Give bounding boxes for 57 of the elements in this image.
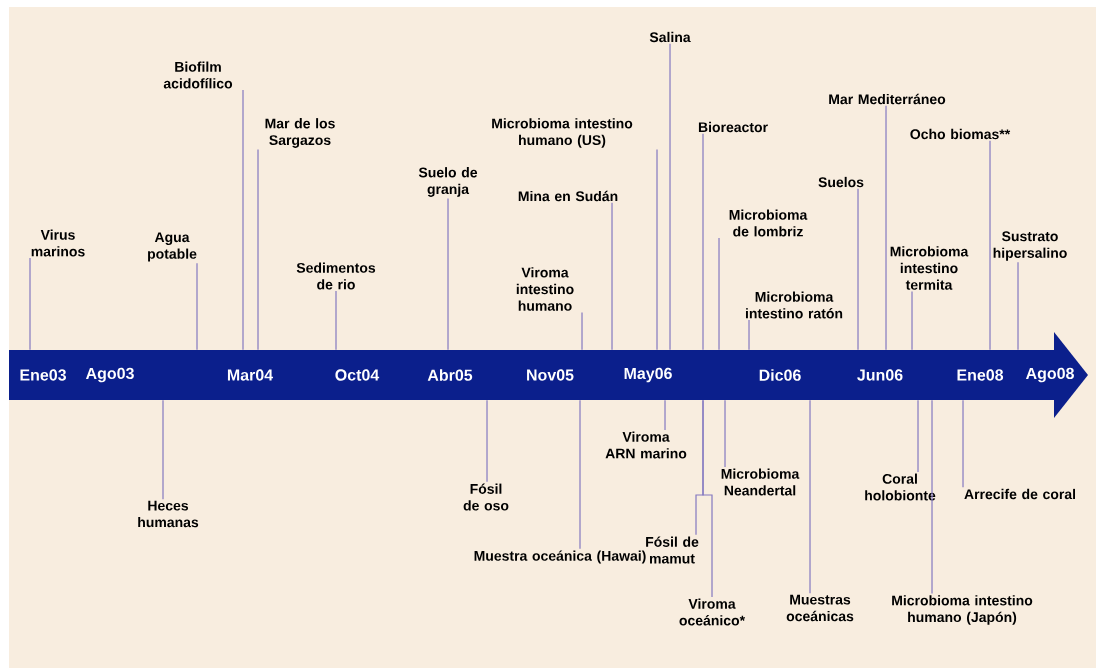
leader-line [447,197,449,351]
event-label: Viroma oceánico* [679,598,746,626]
event-label: Bioreactor [698,121,768,133]
leader-line [911,290,913,351]
event-label: Biofilm acidofílico [163,61,233,89]
event-label: Suelos [818,176,864,188]
event-label: Microbioma Neandertal [721,468,800,496]
event-label: Sedimentos de rio [296,262,376,290]
leader-line [196,262,198,351]
event-label: Mar de los Sargazos [265,118,335,148]
event-label: Microbioma intestino humano (Japón) [892,595,1033,625]
leader-line [702,133,704,351]
leader-line [257,148,259,351]
leader-line [29,257,31,351]
leader-line [885,105,887,351]
leader-line [702,399,713,598]
leader-line [857,188,859,351]
event-label: Suelo de granja [418,167,478,197]
event-label: Mina en Sudán [518,190,618,202]
event-label: Arrecife de coral [964,488,1076,500]
leader-line [989,140,991,351]
leader-line [581,311,583,351]
leader-line [664,399,666,431]
event-label: Microbioma intestino ratón [746,291,843,319]
leader-line [335,290,337,351]
leader-line [917,399,919,473]
event-label: Fósil de oso [463,483,509,511]
event-label: Sustrato hipersalino [993,231,1067,261]
event-label: Heces humanas [138,500,199,528]
event-label: Microbioma intestino humano (US) [492,118,633,148]
event-label: Mar Mediterráneo [829,93,946,105]
leader-line [656,148,658,351]
leader-line [724,399,726,468]
leader-line [809,399,811,594]
leader-line [748,319,750,351]
event-label: Agua potable [148,232,197,262]
event-label: Muestras oceánicas [786,594,854,622]
leader-line [931,399,933,595]
event-label: Salina [649,31,691,43]
leader-line [718,237,720,351]
event-label: Fósil de mamut [646,536,699,564]
event-label: Viroma intestino humano [516,267,574,311]
leader-line [242,89,244,351]
event-label: Microbioma intestino termita [890,246,969,290]
event-label: Microbioma de lombriz [729,209,808,237]
leader-line [486,399,488,483]
event-label: Ocho biomas** [910,128,1011,140]
leader-line [669,43,671,351]
leader-line [962,399,964,488]
leader-line [611,202,613,351]
leader-line [1017,261,1019,351]
event-label: Virus marinos [31,229,85,257]
leader-line [162,399,164,500]
leader-line [579,399,581,550]
event-label: Viroma ARN marino [605,431,687,459]
event-label: Muestra oceánica (Hawai) [474,550,646,564]
event-label: Coral holobionte [865,473,936,501]
